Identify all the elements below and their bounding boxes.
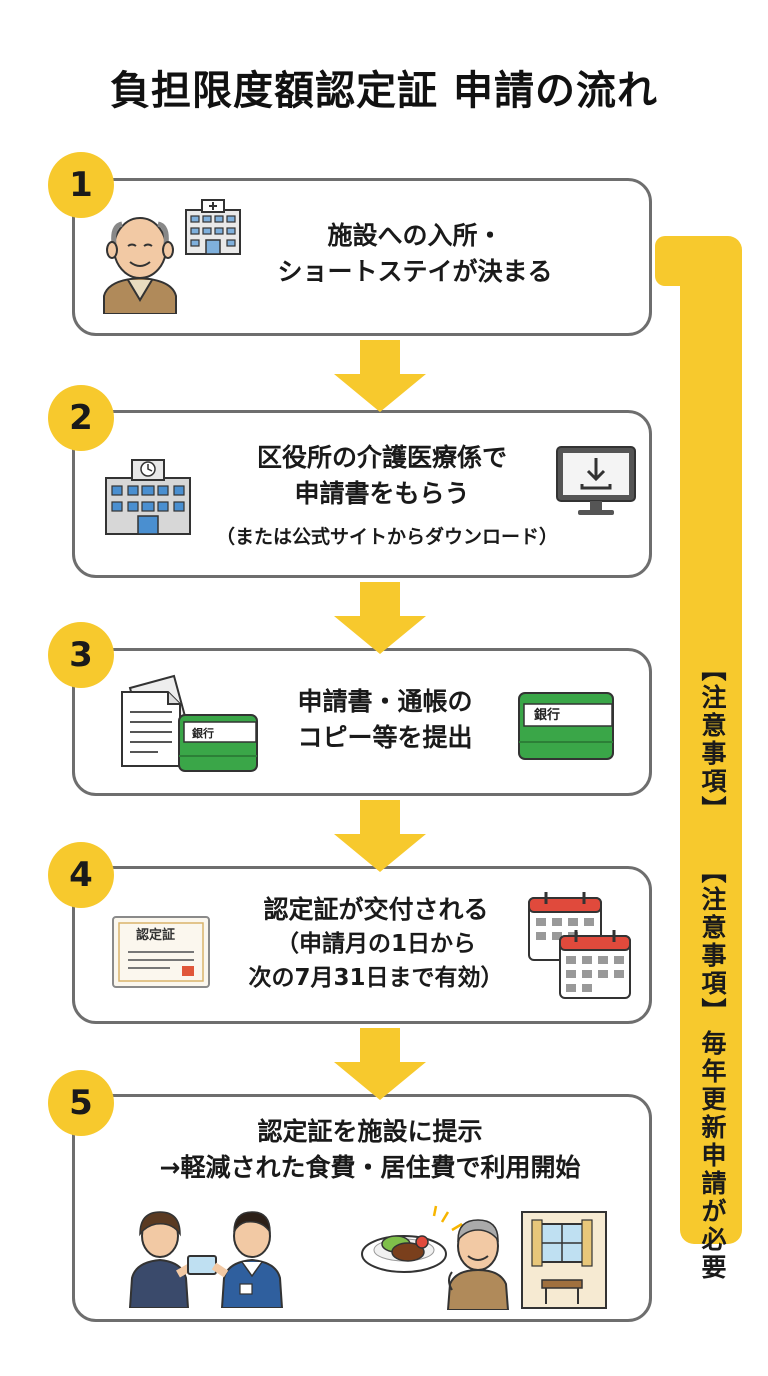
- reminder-bar: [680, 236, 742, 1244]
- step-5-line-1: 認定証を施設に提示: [257, 1117, 483, 1146]
- step-3-line-1: 申請書・通帳の: [297, 687, 473, 716]
- step-2-note: （または公式サイトからダウンロード）: [215, 526, 558, 548]
- step-4-line-2: （申請月の1日から: [275, 931, 476, 958]
- side-note-heading-2: 【注意事項】: [698, 858, 727, 1026]
- step-5-text: 認定証を施設に提示 →軽減された食費・居住費で利用開始: [100, 1114, 640, 1187]
- flow-arrow-3: [334, 800, 426, 872]
- certificate-label: 認定証: [136, 928, 176, 943]
- step-1-line-1: 施設への入所・: [327, 221, 503, 250]
- side-note-heading-1: 【注意事項】: [698, 656, 727, 824]
- download-computer-icon: [556, 446, 636, 515]
- meal-and-room-icon: [361, 1205, 607, 1310]
- step-2-badge: 2: [48, 385, 114, 451]
- calendar-icon: [528, 892, 631, 999]
- application-document-icon: [121, 674, 194, 767]
- bankbook-icon: [178, 714, 258, 772]
- flow-arrow-4: [334, 1028, 426, 1100]
- step-3-badge: 3: [48, 622, 114, 688]
- certificate-icon: [112, 916, 210, 988]
- step-1-badge: 1: [48, 152, 114, 218]
- reminder-bar-connector: [655, 236, 715, 286]
- page-title: 負担限度額認定証 申請の流れ: [110, 68, 658, 114]
- hospital-building-icon: [185, 199, 241, 255]
- step-2-text: 区役所の介護医療係で 申請書をもらう: [212, 440, 552, 513]
- bankbook-label-1: 銀行: [192, 727, 214, 740]
- step-4-line-3: 次の7月31日まで有効）: [248, 964, 504, 991]
- step-2-line-2: 申請書をもらう: [294, 479, 470, 509]
- step-5-badge: 5: [48, 1070, 114, 1136]
- step-4-line-1: 認定証が交付される: [263, 895, 489, 924]
- elderly-man-icon: [103, 217, 177, 314]
- step-3-text: 申請書・通帳の コピー等を提出: [262, 684, 508, 757]
- flow-arrow-1: [334, 340, 426, 412]
- step-4-text: 認定証が交付される （申請月の1日から 次の7月31日まで有効）: [228, 892, 524, 995]
- step-1-text: 施設への入所・ ショートステイが決まる: [212, 218, 618, 291]
- step-5-line-2: →軽減された食費・居住費で利用開始: [159, 1153, 581, 1183]
- side-note-body: 毎年更新申請が必要: [698, 1030, 727, 1282]
- step-3-line-2: コピー等を提出: [297, 723, 473, 753]
- step-1-line-2: ショートステイが決まる: [277, 257, 553, 287]
- step-2-line-1: 区役所の介護医療係で: [256, 443, 507, 472]
- bankbook-icon: [518, 692, 614, 760]
- city-hall-building-icon: [105, 459, 191, 535]
- bankbook-label-2: 銀行: [534, 708, 561, 723]
- staff-presenting-card-icon: [128, 1211, 284, 1308]
- flow-arrow-2: [334, 582, 426, 654]
- step-4-badge: 4: [48, 842, 114, 908]
